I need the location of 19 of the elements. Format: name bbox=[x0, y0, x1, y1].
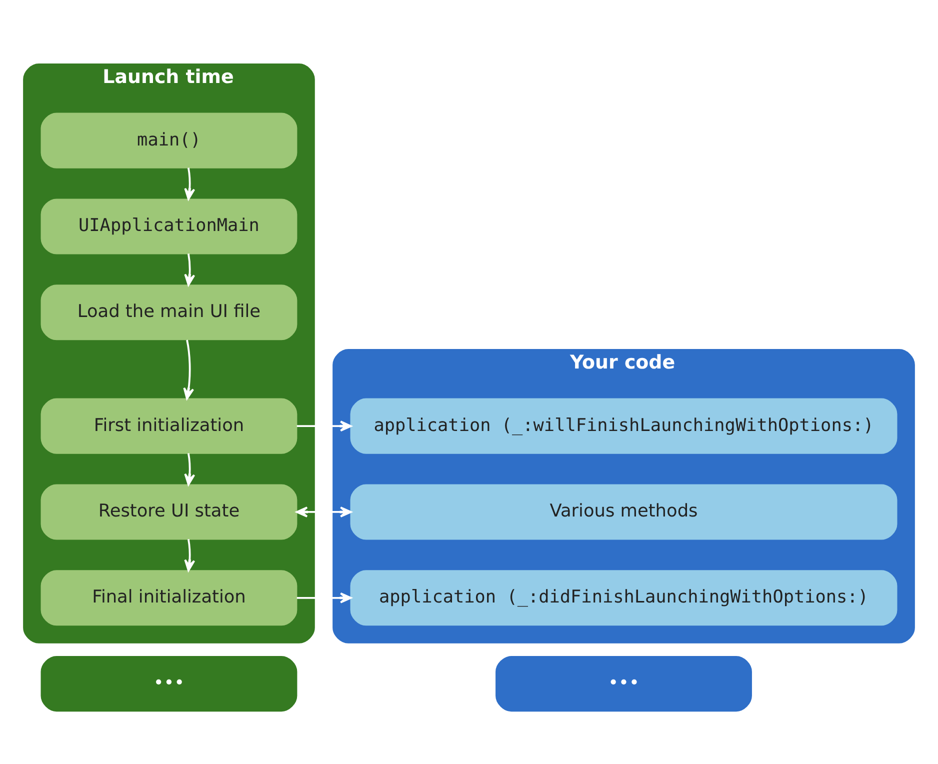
arrow bbox=[296, 506, 352, 517]
node-box: Various methods bbox=[350, 484, 898, 540]
arrow bbox=[296, 420, 352, 432]
arrow bbox=[184, 253, 196, 286]
arrow bbox=[183, 339, 194, 400]
arrow bbox=[184, 538, 196, 571]
node-box: application (_:willFinishLaunchingWithOptions:) bbox=[350, 398, 898, 454]
node-box: UIApplicationMain bbox=[40, 198, 298, 254]
node-box: First initialization bbox=[40, 398, 298, 454]
node-box: ••• bbox=[40, 656, 298, 712]
node-box: ••• bbox=[496, 656, 752, 712]
arrow bbox=[296, 592, 352, 603]
node-box: main() bbox=[40, 112, 298, 168]
node-box: Final initialization bbox=[40, 570, 298, 626]
arrow bbox=[184, 167, 196, 200]
node-box: Load the main UI file bbox=[40, 284, 298, 340]
node-box: Restore UI state bbox=[40, 484, 298, 540]
node-box: application (_:didFinishLaunchingWithOptions:) bbox=[350, 570, 898, 626]
arrow bbox=[184, 452, 196, 485]
